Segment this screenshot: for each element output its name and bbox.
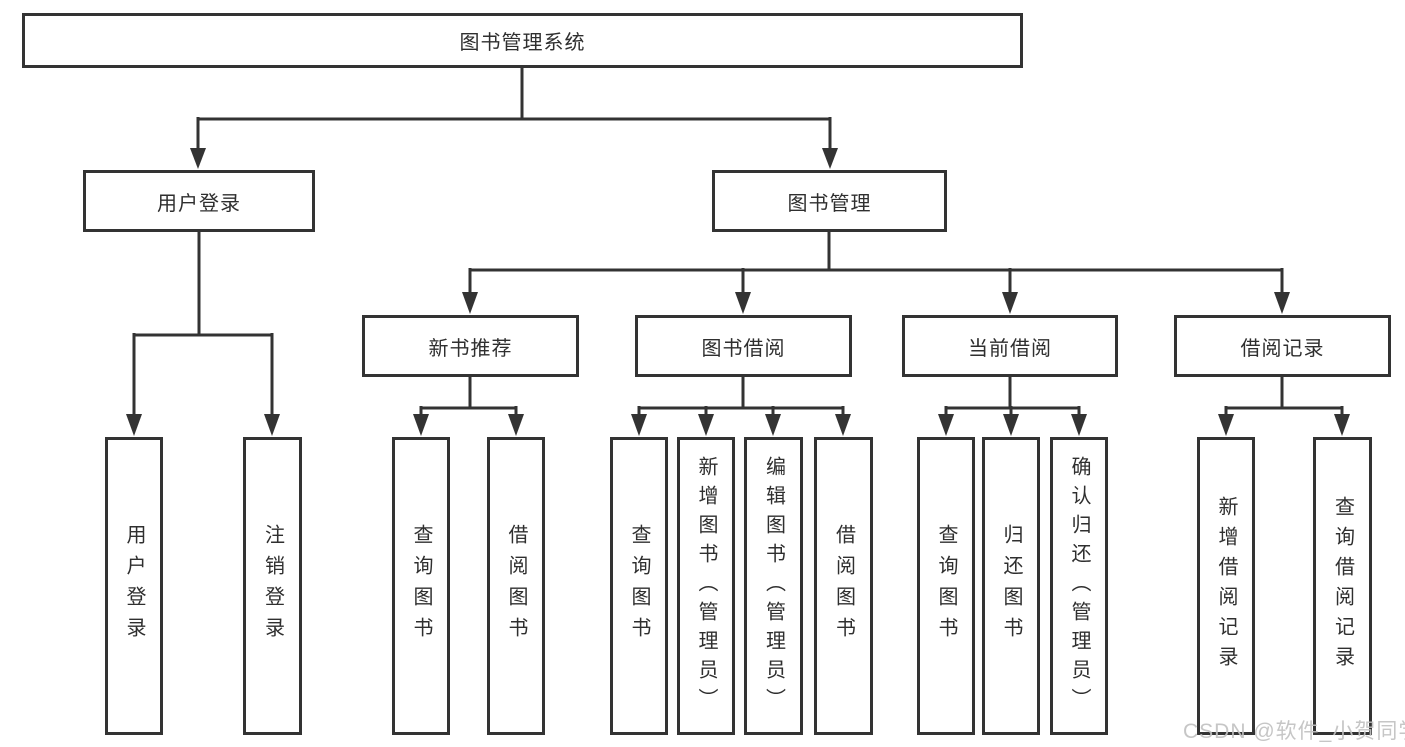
node-leaf-add-books-admin: 新增图书（管理员） [677, 437, 735, 735]
node-leaf-borrow-query-books: 查询图书 [610, 437, 668, 735]
node-leaf-user-login: 用户登录 [105, 437, 163, 735]
node-user-login: 用户登录 [83, 170, 315, 232]
csdn-watermark: CSDN @软件_小贺同学 [1183, 720, 1405, 743]
node-leaf-edit-books-admin: 编辑图书（管理员） [744, 437, 803, 735]
node-borrow-records: 借阅记录 [1174, 315, 1391, 377]
node-new-book-recommend: 新书推荐 [362, 315, 579, 377]
node-book-management: 图书管理 [712, 170, 947, 232]
node-book-borrow: 图书借阅 [635, 315, 852, 377]
node-leaf-borrow-borrow-books: 借阅图书 [814, 437, 873, 735]
node-leaf-return-books: 归还图书 [982, 437, 1040, 735]
node-current-borrow: 当前借阅 [902, 315, 1118, 377]
node-leaf-add-borrow-record: 新增借阅记录 [1197, 437, 1255, 735]
node-system-root: 图书管理系统 [22, 13, 1023, 68]
node-leaf-recommend-borrow-books: 借阅图书 [487, 437, 545, 735]
node-leaf-query-borrow-record: 查询借阅记录 [1313, 437, 1372, 735]
node-leaf-recommend-query-books: 查询图书 [392, 437, 450, 735]
node-leaf-confirm-return-admin: 确认归还（管理员） [1050, 437, 1108, 735]
node-leaf-current-query-books: 查询图书 [917, 437, 975, 735]
arrowheads [126, 148, 1350, 436]
node-leaf-logout-login: 注销登录 [243, 437, 302, 735]
